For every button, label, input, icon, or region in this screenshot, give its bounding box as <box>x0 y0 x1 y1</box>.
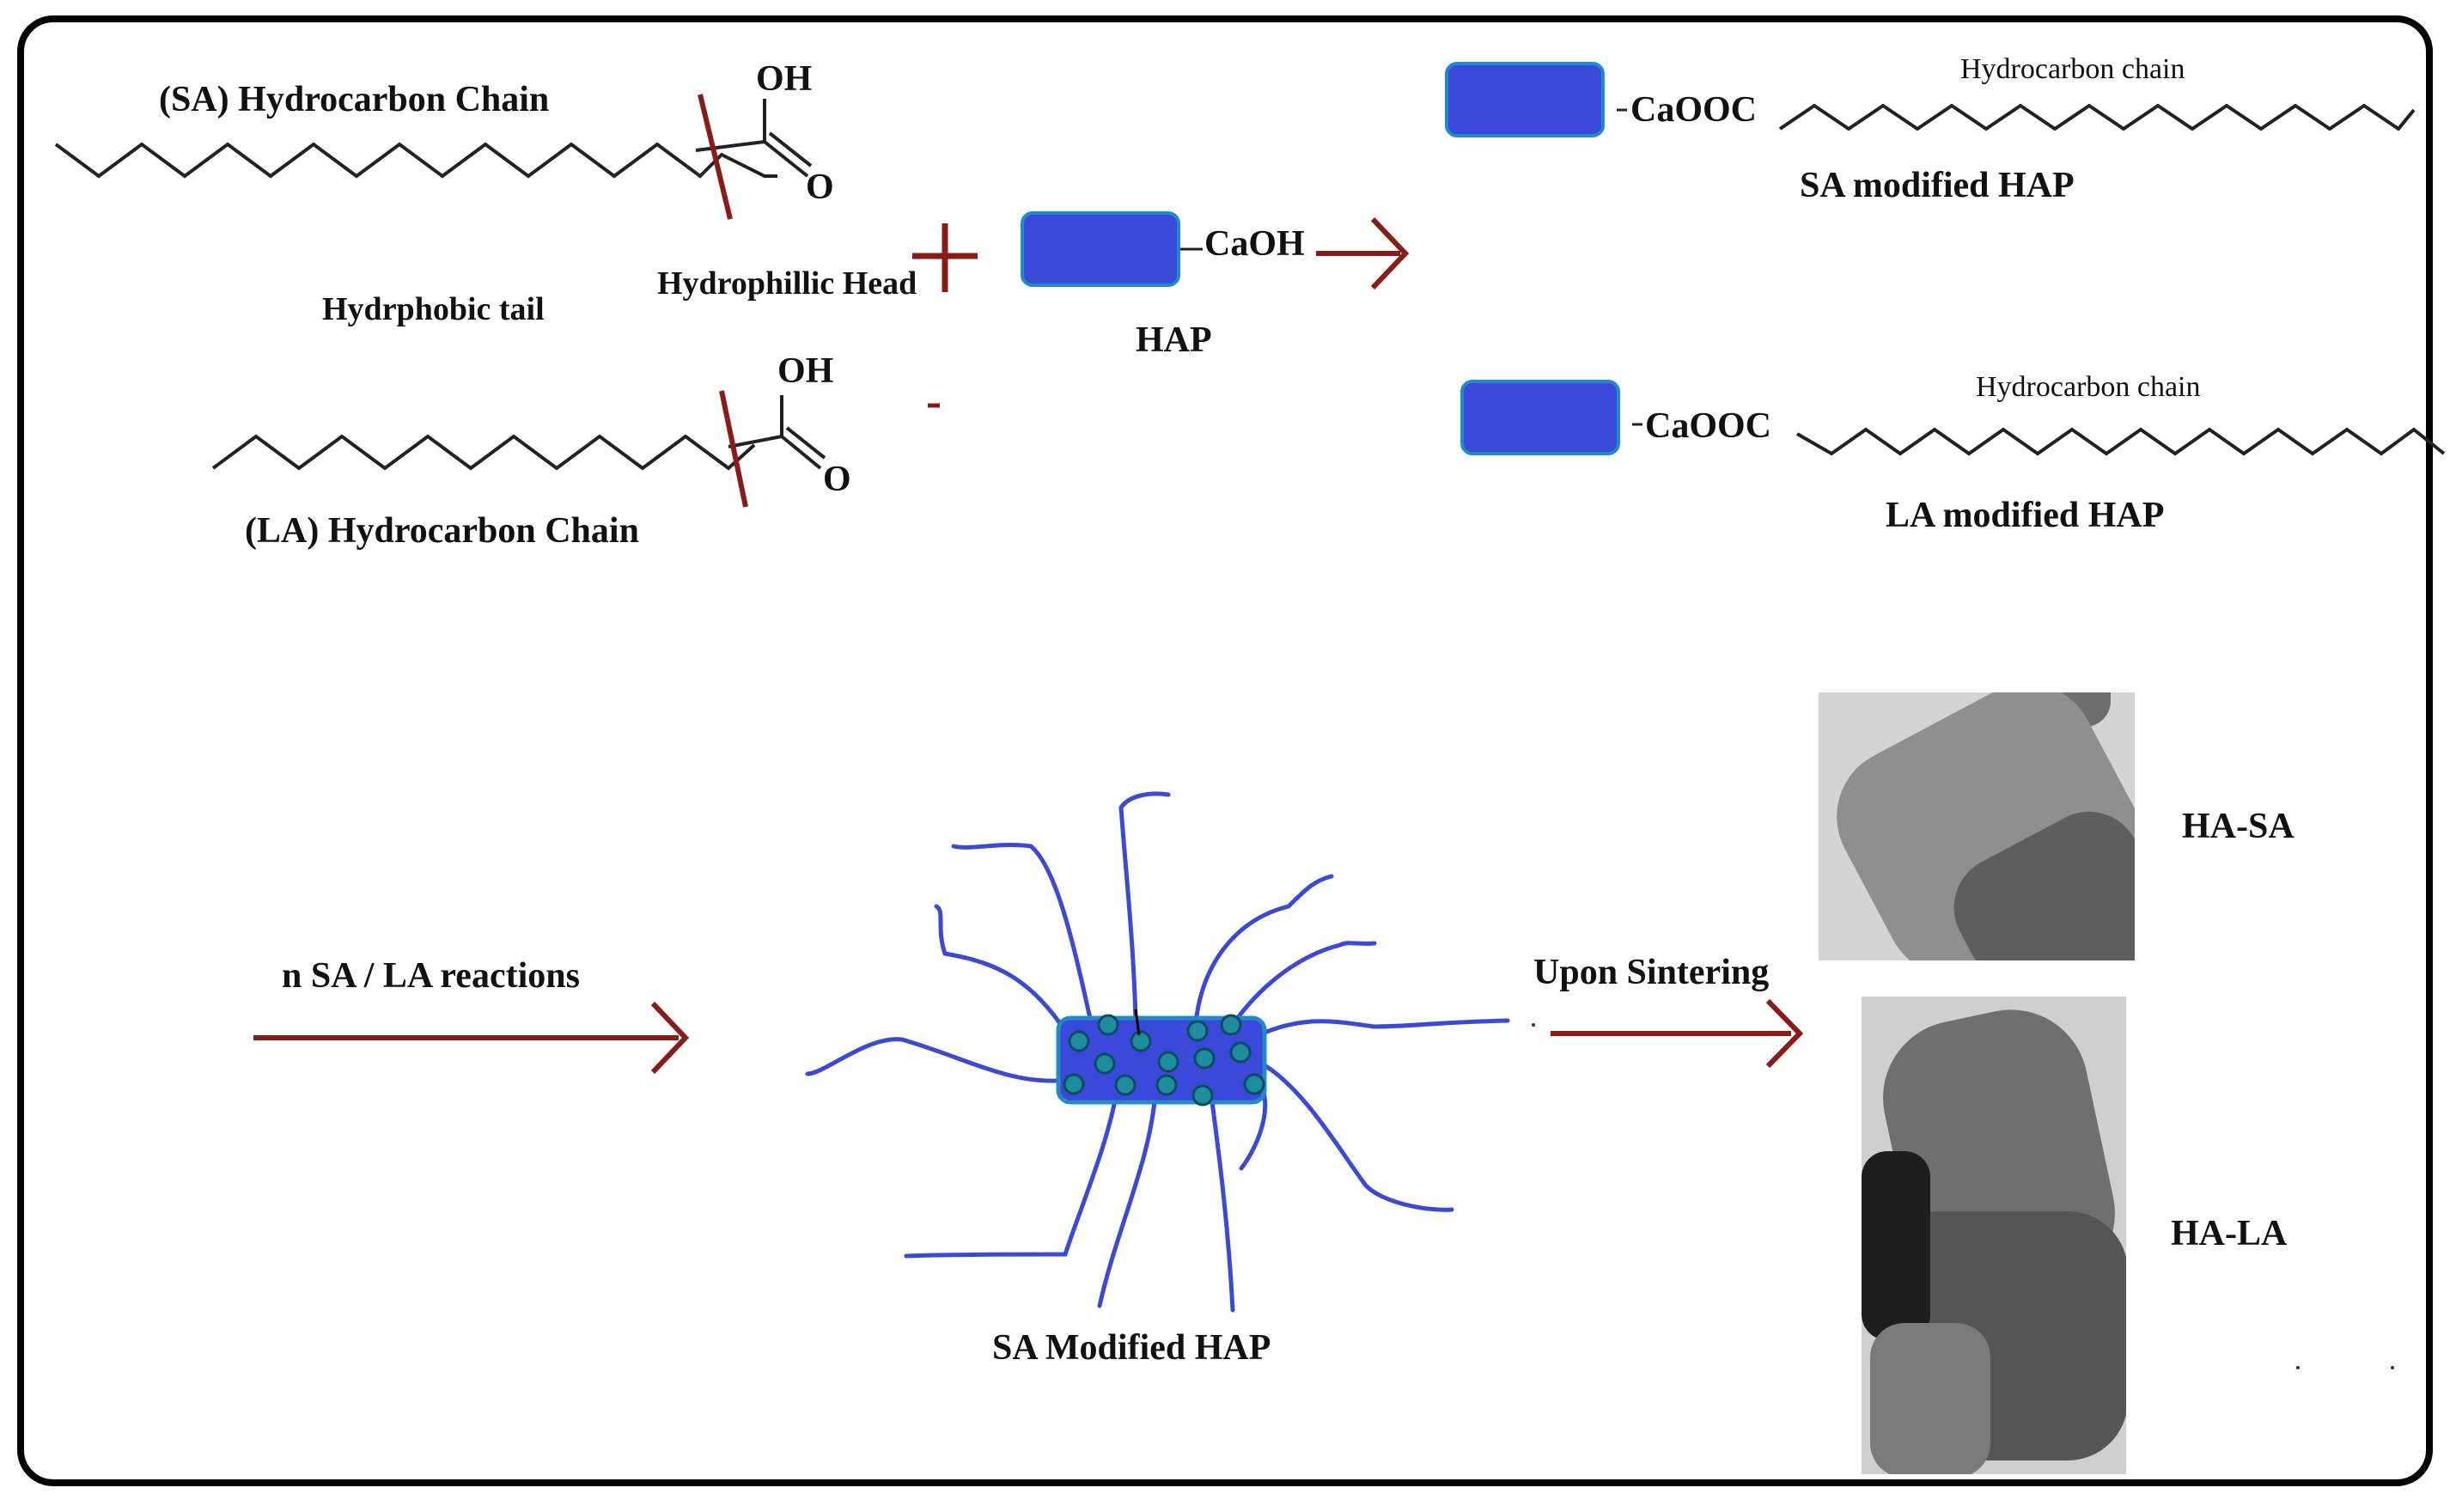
la-carboxyl-bonds <box>728 395 783 448</box>
la-chain-label: (LA) Hydrocarbon Chain <box>245 511 639 551</box>
la-modified-hap-particle <box>1460 380 1620 455</box>
sa-modified-hap-particle <box>1445 62 1605 137</box>
hap-particle <box>1021 211 1180 287</box>
ha-sa-label: HA-SA <box>2182 807 2295 846</box>
caoh-label: CaOH <box>1204 224 1305 264</box>
reaction-arrow-top-head <box>1370 216 1410 290</box>
hydrophobic-tail-label: Hydrphobic tail <box>322 291 545 327</box>
sa-modified-hap-label: SA modified HAP <box>1800 166 2075 205</box>
la-cut-line <box>719 390 748 508</box>
tem-ha-sa-drawing <box>1819 692 2135 960</box>
sa-carbonyl-bond <box>763 140 809 178</box>
sa-carbonyl-bond-2 <box>768 131 813 168</box>
sa-modified-hap-center-label: SA Modified HAP <box>992 1328 1271 1368</box>
sa-cut-line <box>698 94 733 220</box>
figure-frame <box>17 15 2433 1486</box>
reactions-arrow-head <box>650 1001 690 1075</box>
modified-hap-chains <box>805 791 1510 1313</box>
la-modified-hap-label: LA modified HAP <box>1886 496 2165 535</box>
ha-la-label: HA-LA <box>2171 1214 2288 1253</box>
tem-image-ha-la <box>1862 997 2126 1474</box>
reactions-label: n SA / LA reactions <box>282 956 580 996</box>
la-caooc-label: CaOOC <box>1645 406 1771 446</box>
la-carbonyl-bond-2 <box>785 426 826 460</box>
sa-hydrocarbon-chain-label: Hydrocarbon chain <box>1960 53 2185 85</box>
la-modified-chain <box>1796 427 2446 456</box>
la-o-label: O <box>823 460 851 499</box>
sa-modified-chain <box>1778 103 2416 131</box>
hap-label: HAP <box>1136 320 1212 360</box>
sa-chain-label: (SA) Hydrocarbon Chain <box>159 80 550 119</box>
sa-caooc-label: CaOOC <box>1630 90 1757 130</box>
stray-dot <box>1532 1023 1535 1027</box>
la-chain-zigzag <box>211 434 756 471</box>
tem-ha-la-drawing <box>1862 997 2126 1474</box>
sa-o-label: O <box>806 168 834 207</box>
sa-oh-label: OH <box>756 59 813 99</box>
sintering-arrow-head <box>1765 998 1804 1069</box>
center-tick <box>1134 1009 1141 1036</box>
sintering-label: Upon Sintering <box>1533 953 1770 992</box>
tem-image-ha-sa <box>1819 692 2135 960</box>
la-hydrocarbon-chain-label: Hydrocarbon chain <box>1976 371 2201 403</box>
stray-dot <box>2296 1366 2300 1369</box>
la-carbonyl-bond <box>780 435 822 470</box>
la-oh-label: OH <box>777 351 834 391</box>
stray-dot <box>2391 1366 2394 1369</box>
sa-chain-zigzag <box>54 142 777 179</box>
surface-particles <box>1063 1014 1265 1107</box>
hydrophilic-head-label: Hydrophillic Head <box>657 265 917 302</box>
